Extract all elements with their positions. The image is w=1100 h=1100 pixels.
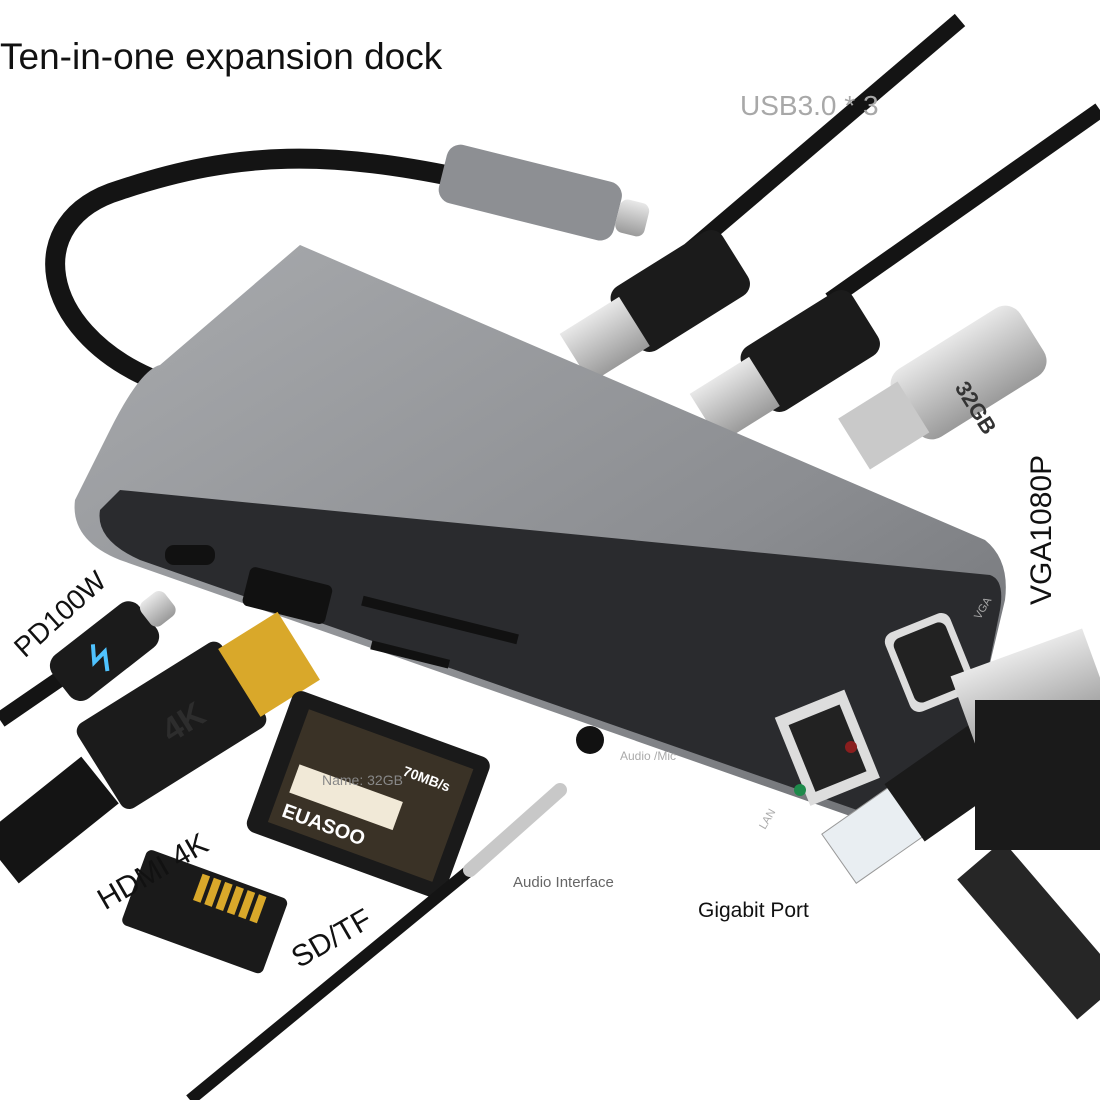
hdmi-port: [242, 567, 333, 625]
usb-c-cable: [45, 148, 473, 388]
sd-slot: [361, 595, 519, 645]
usb-a-plug-1: [559, 230, 750, 384]
microsd-card: [122, 850, 288, 974]
usb-c-port: [165, 545, 215, 565]
usb-a-cable-1: [684, 13, 966, 257]
hdmi-plug: 4K: [76, 611, 320, 809]
tf-slot: [370, 640, 451, 669]
ethernet-cable: [957, 840, 1100, 1020]
lan-label: LAN: [757, 807, 778, 832]
usb-c-host-plug: [438, 144, 650, 241]
page-title: Ten-in-one expansion dock: [0, 36, 443, 77]
lightning-icon: [90, 644, 110, 672]
hdmi-cable: [0, 756, 119, 884]
audio-interface-label: Audio Interface: [513, 874, 614, 891]
vga-label: VGA1080P: [1025, 454, 1058, 605]
usb-a-plug-2: [689, 290, 880, 444]
vga-plug: [950, 628, 1100, 850]
audio-jack: [463, 783, 567, 877]
usb-a-cable-2: [825, 103, 1100, 307]
card-name-text: Name: 32GB: [322, 772, 403, 788]
sd-card: 70MB/s EUASOO: [246, 691, 490, 899]
audio-port-label: Audio /Mic: [620, 749, 676, 763]
usb-label: USB3.0 * 3: [740, 90, 879, 121]
port-panel: [99, 490, 1002, 827]
gigabit-port-label: Gigabit Port: [698, 899, 809, 922]
audio-port: [576, 726, 604, 754]
pd-usb-c-plug: [49, 591, 176, 701]
audio-cable: [186, 865, 474, 1100]
